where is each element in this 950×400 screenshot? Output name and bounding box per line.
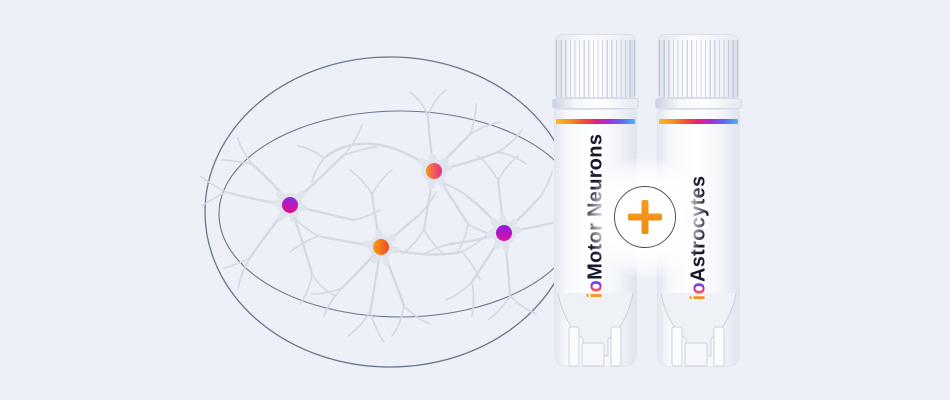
vial-cap-lip bbox=[552, 98, 639, 109]
vial-motor-neurons: ioMotor Neurons bbox=[552, 34, 639, 367]
vial-rainbow-stripe bbox=[556, 119, 635, 124]
combine-badge bbox=[614, 186, 676, 248]
neuron-soma bbox=[496, 225, 512, 241]
neuron-purple-right bbox=[423, 155, 564, 321]
neuron-soma bbox=[373, 239, 389, 255]
neuron-soma bbox=[426, 163, 442, 179]
vial-base bbox=[557, 293, 634, 367]
neuron-orange-bottom bbox=[289, 169, 493, 343]
vial-base bbox=[660, 293, 737, 367]
io-logo-o: o bbox=[584, 279, 606, 293]
io-logo-i: i bbox=[584, 292, 606, 299]
io-logo-i: i bbox=[687, 294, 709, 301]
plus-icon bbox=[641, 200, 649, 234]
vial-cap-lip bbox=[655, 98, 742, 109]
neuron-soma bbox=[282, 197, 298, 213]
vial-rainbow-stripe bbox=[659, 119, 738, 124]
io-logo-o: o bbox=[687, 282, 709, 295]
dish-inner-rim bbox=[218, 110, 582, 318]
neuron-purple-left bbox=[199, 124, 381, 305]
dish-outer-rim bbox=[204, 56, 576, 368]
vial-cap bbox=[658, 34, 739, 98]
vial-cap bbox=[555, 34, 636, 98]
